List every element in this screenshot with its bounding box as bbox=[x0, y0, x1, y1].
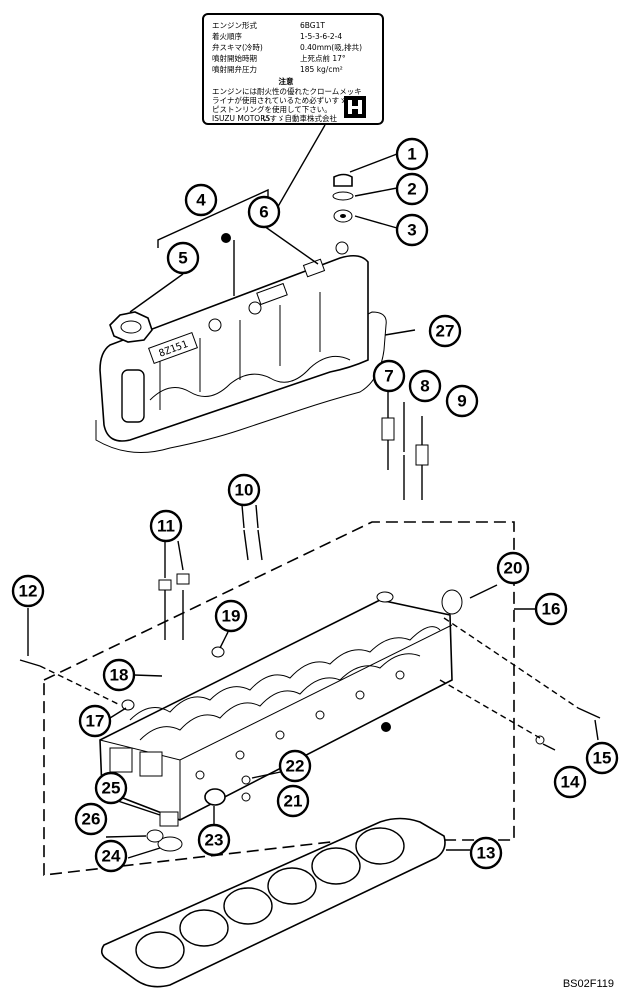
plate-line-2-right: 1-5-3-6-2-4 bbox=[300, 32, 342, 41]
callout-1: 1 bbox=[395, 137, 429, 171]
plate-line-4-right: 上死点前 17° bbox=[300, 53, 346, 63]
svg-text:23: 23 bbox=[205, 831, 224, 850]
svg-text:11: 11 bbox=[157, 517, 175, 536]
callout-16: 16 bbox=[534, 592, 568, 626]
callout-18: 18 bbox=[102, 658, 136, 692]
callout-22: 22 bbox=[278, 749, 312, 783]
svg-text:2: 2 bbox=[407, 180, 416, 199]
plate-note-line-3: ピストンリングを使用して下さい。 bbox=[212, 104, 332, 114]
callout-3: 3 bbox=[395, 213, 429, 247]
plate-line-1-left: エンジン形式 bbox=[212, 20, 257, 30]
callout-13: 13 bbox=[469, 836, 503, 870]
plate-line-3-right: 0.40mm(吸,排共) bbox=[300, 42, 362, 52]
callout-14: 14 bbox=[553, 765, 587, 799]
head-assembly-boundary bbox=[43, 521, 515, 876]
callout-5: 5 bbox=[166, 241, 200, 275]
rocker-cover: 8Z151 bbox=[95, 241, 387, 453]
plate-maker: いすゞ自動車株式会社 bbox=[262, 113, 337, 123]
plate-note-title: 注意 bbox=[279, 76, 294, 86]
cover-fasteners bbox=[332, 173, 354, 223]
plate-line-2-left: 着火順序 bbox=[212, 31, 242, 41]
callout-20: 20 bbox=[496, 551, 530, 585]
callout-21: 21 bbox=[276, 784, 310, 818]
callout-17: 17 bbox=[78, 704, 112, 738]
callout-15: 15 bbox=[585, 741, 619, 775]
svg-text:14: 14 bbox=[561, 773, 580, 792]
svg-text:25: 25 bbox=[102, 779, 121, 798]
svg-text:6: 6 bbox=[259, 203, 268, 222]
leader-lines bbox=[27, 124, 599, 859]
callout-25: 25 bbox=[94, 771, 128, 805]
head-gasket bbox=[100, 817, 446, 988]
plate-line-5-right: 185 kg/cm² bbox=[300, 65, 343, 74]
svg-text:18: 18 bbox=[110, 666, 129, 685]
svg-text:4: 4 bbox=[196, 191, 206, 210]
svg-text:12: 12 bbox=[19, 582, 38, 601]
plate-line-5-left: 噴射開弁圧力 bbox=[212, 64, 257, 74]
engine-label-plate: エンジン形式 6BG1T 着火順序 1-5-3-6-2-4 弁スキマ(冷時) 0… bbox=[202, 13, 384, 125]
svg-text:22: 22 bbox=[286, 757, 305, 776]
plate-maker-small: ISUZU MOTORS bbox=[212, 114, 270, 123]
svg-text:17: 17 bbox=[86, 712, 105, 731]
oil-filler-cap bbox=[109, 311, 153, 343]
figure-code: BS02F119 bbox=[562, 978, 614, 990]
callout-4: 4 bbox=[184, 183, 218, 217]
svg-text:19: 19 bbox=[222, 607, 241, 626]
svg-text:3: 3 bbox=[407, 221, 416, 240]
cylinder-head bbox=[99, 589, 463, 821]
callout-26: 26 bbox=[74, 802, 108, 836]
plate-note-line-2: ライナが使用されているため必ずいすゞ純正 bbox=[212, 95, 362, 105]
svg-text:15: 15 bbox=[593, 749, 612, 768]
svg-text:27: 27 bbox=[436, 322, 455, 341]
head-bolts bbox=[19, 417, 601, 719]
callout-9: 9 bbox=[445, 384, 479, 418]
svg-text:7: 7 bbox=[384, 367, 393, 386]
callout-19: 19 bbox=[214, 599, 248, 633]
plate-line-4-left: 噴射開始時期 bbox=[212, 53, 257, 63]
svg-text:16: 16 bbox=[542, 600, 561, 619]
callout-2: 2 bbox=[395, 172, 429, 206]
callout-11: 11 bbox=[149, 509, 183, 543]
plate-note-line-1: エンジンには耐火性の優れたクロームメッキ bbox=[212, 86, 362, 96]
svg-text:5: 5 bbox=[178, 249, 187, 268]
callout-6: 6 bbox=[247, 195, 281, 229]
callout-12: 12 bbox=[11, 574, 45, 608]
head-plugs bbox=[146, 735, 545, 852]
svg-text:20: 20 bbox=[504, 559, 523, 578]
callout-8: 8 bbox=[408, 369, 442, 403]
svg-text:10: 10 bbox=[235, 481, 254, 500]
plate-line-1-right: 6BG1T bbox=[300, 21, 325, 30]
svg-text:1: 1 bbox=[407, 145, 416, 164]
callout-23: 23 bbox=[197, 823, 231, 857]
svg-text:24: 24 bbox=[102, 847, 121, 866]
callout-10: 10 bbox=[227, 473, 261, 507]
svg-text:8: 8 bbox=[420, 377, 429, 396]
svg-text:13: 13 bbox=[477, 844, 496, 863]
callout-7: 7 bbox=[372, 359, 406, 393]
callout-27: 27 bbox=[428, 314, 462, 348]
svg-text:26: 26 bbox=[82, 810, 101, 829]
callout-24: 24 bbox=[94, 839, 128, 873]
plate-line-3-left: 弁スキマ(冷時) bbox=[212, 42, 263, 52]
svg-text:9: 9 bbox=[457, 392, 466, 411]
svg-text:21: 21 bbox=[284, 792, 303, 811]
